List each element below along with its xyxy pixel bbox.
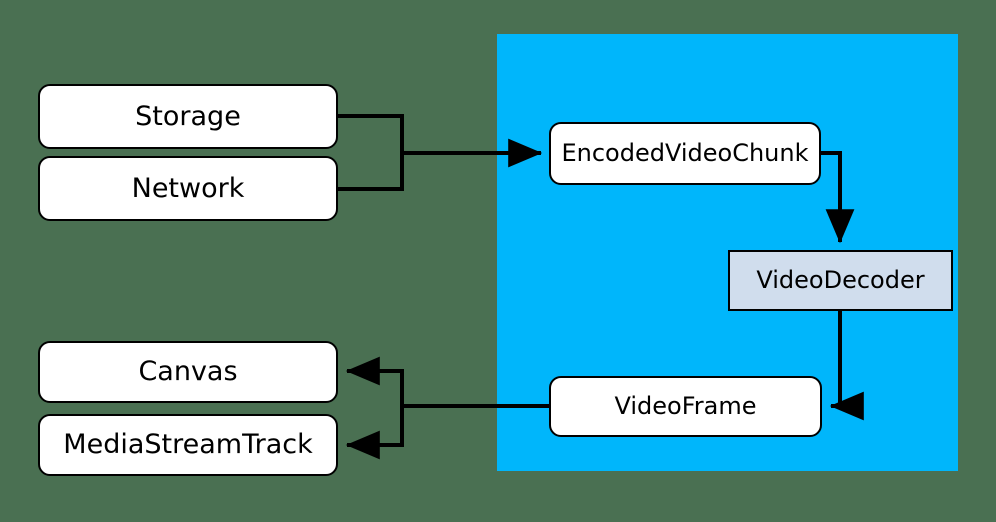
node-storage[interactable]: Storage [38,84,338,149]
node-network[interactable]: Network [38,156,338,221]
node-encodedvideochunk-label: EncodedVideoChunk [561,139,809,168]
node-videoframe[interactable]: VideoFrame [549,376,822,437]
node-videoframe-label: VideoFrame [614,392,757,421]
node-mediastreamtrack-label: MediaStreamTrack [63,429,313,461]
node-canvas-label: Canvas [138,356,238,388]
node-videodecoder-label: VideoDecoder [756,266,925,295]
edge-network-to-encodedvideochunk [338,153,404,191]
edge-videodecoder-to-videoframe [829,311,864,421]
node-mediastreamtrack[interactable]: MediaStreamTrack [38,414,338,476]
edge-videoframe-to-mediastreamtrack [345,406,404,460]
edge-encodedvideochunk-to-videodecoder [821,151,855,244]
node-encodedvideochunk[interactable]: EncodedVideoChunk [549,122,821,185]
edge-storage-to-encodedvideochunk [338,114,404,153]
node-network-label: Network [131,172,245,204]
edge-videoframe-to-canvas [345,356,404,406]
node-storage-label: Storage [135,100,241,132]
node-canvas[interactable]: Canvas [38,341,338,403]
node-videodecoder[interactable]: VideoDecoder [728,250,953,311]
